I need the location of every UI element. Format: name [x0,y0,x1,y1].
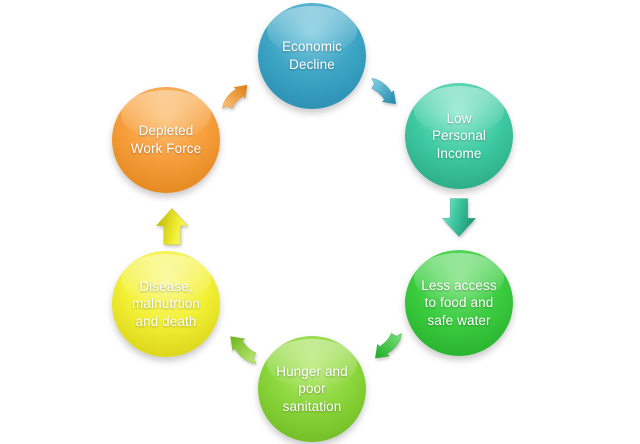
node-less-access-food-water: Less access to food and safe water [405,250,513,356]
node-hunger-poor-sanitation: Hunger and poor sanitation [258,336,366,442]
node-depleted-work-force-label: Depleted Work Force [130,123,202,156]
node-low-personal-income-label: Low Personal Income [431,110,487,161]
node-economic-decline-label: Economic Decline [281,39,343,72]
bent-arrow-up-left-icon [230,336,257,364]
bent-arrow-down-right-icon [371,78,397,105]
block-arrow-down-icon [441,198,477,237]
arrow-disease-to-depleted-work-force [152,207,192,246]
arrow-low-personal-income-to-less-access [439,197,479,238]
node-low-personal-income: Low Personal Income [405,83,513,189]
node-hunger-poor-sanitation-label: Hunger and poor sanitation [276,363,348,414]
bent-arrow-up-right-icon [222,84,248,110]
arrow-depleted-work-force-to-economic-decline [221,80,254,115]
node-disease-malnutrition-death-label: Disease, malnutrtion and death [132,278,200,329]
node-disease-malnutrition-death: Disease, malnutrtion and death [112,251,220,357]
bent-arrow-down-left-icon [374,332,402,359]
node-less-access-food-water-label: Less access to food and safe water [421,277,497,328]
node-economic-decline: Economic Decline [258,3,366,109]
node-depleted-work-force: Depleted Work Force [112,87,220,193]
arrow-economic-decline-to-low-personal-income [366,77,400,111]
arrow-hunger-to-disease [226,329,262,365]
arrow-less-access-to-hunger [368,327,403,363]
block-arrow-up-icon [155,208,189,245]
